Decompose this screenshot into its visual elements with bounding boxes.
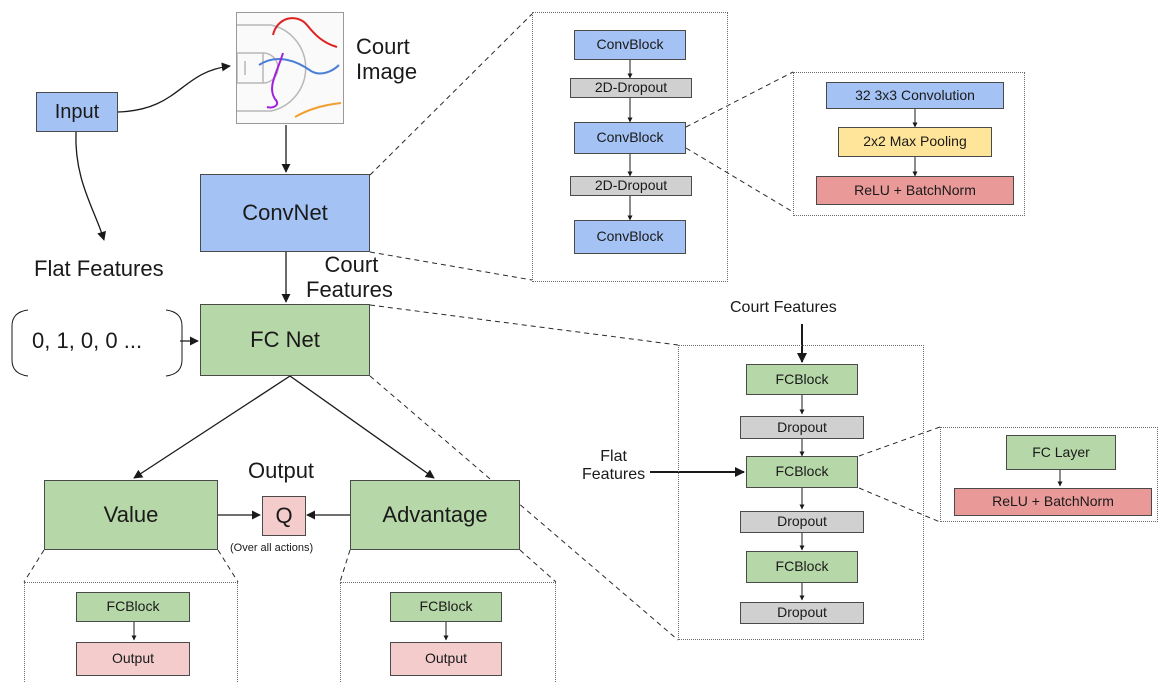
- advantage-head-panel: [340, 582, 556, 682]
- arrow-fcnet-to-advantage: [289, 375, 435, 479]
- fcnet-fcblock-1: FCBlock: [746, 364, 858, 395]
- convnet-dropout-2: 2D-Dropout: [570, 176, 692, 196]
- fcnet-flat-line2: Features: [582, 466, 646, 484]
- court-image-line1: Court: [356, 34, 410, 59]
- fcnet-node: FC Net: [200, 304, 370, 376]
- court-image-line2: Image: [356, 59, 418, 85]
- value-head-fcblock: FCBlock: [76, 592, 190, 622]
- fcnet-dropout-2: Dropout: [740, 511, 864, 533]
- output-label: Output: [248, 458, 315, 483]
- q-note: (Over all actions): [230, 542, 314, 554]
- basketball-court-icon: [236, 17, 342, 118]
- court-image-label: Court Image: [356, 34, 417, 85]
- flat-features-label: Flat Features: [34, 256, 164, 281]
- convblock-detail-panel: [793, 72, 1025, 216]
- flat-feature-vector: 0, 1, 0, 0 ...: [32, 328, 143, 353]
- maxpool-layer: 2x2 Max Pooling: [838, 127, 992, 157]
- fcblock-relu-batchnorm: ReLU + BatchNorm: [954, 488, 1152, 516]
- advantage-head-fcblock: FCBlock: [390, 592, 502, 622]
- convnet-dropout-1: 2D-Dropout: [570, 78, 692, 98]
- advantage-head-output: Output: [390, 642, 502, 676]
- relu-batchnorm-layer: ReLU + BatchNorm: [816, 176, 1014, 205]
- convnet-convblock-2: ConvBlock: [574, 122, 686, 154]
- left-bracket: [11, 309, 29, 377]
- fcnet-fcblock-2: FCBlock: [746, 456, 858, 488]
- arrow-input-to-flat-features: [75, 131, 107, 241]
- convnet-convblock-3: ConvBlock: [574, 220, 686, 254]
- advantage-node: Advantage: [350, 480, 520, 550]
- value-node: Value: [44, 480, 218, 550]
- fcnet-detail-panel: [678, 345, 924, 640]
- convnet-detail-panel: [532, 12, 728, 282]
- value-head-output: Output: [76, 642, 190, 676]
- value-head-panel: [24, 582, 238, 682]
- conv-layer: 32 3x3 Convolution: [826, 82, 1004, 109]
- arrow-input-to-court-image: [117, 62, 231, 113]
- fc-layer: FC Layer: [1006, 435, 1116, 470]
- court-features-line2: Features: [306, 277, 393, 303]
- fcnet-fcblock-3: FCBlock: [746, 551, 858, 583]
- right-bracket: [165, 309, 183, 377]
- fcnet-dropout-3: Dropout: [740, 602, 864, 624]
- arrow-fcnet-to-value: [133, 375, 291, 479]
- fcnet-flat-line1: Flat: [600, 448, 627, 465]
- fcnet-detail-flat-features: Flat Features: [582, 448, 645, 485]
- fcnet-dropout-1: Dropout: [740, 416, 864, 439]
- input-node: Input: [36, 92, 118, 132]
- q-node: Q: [262, 496, 306, 536]
- court-features-line1: Court: [324, 252, 379, 277]
- court-features-label: Court Features: [306, 252, 393, 303]
- convnet-convblock-1: ConvBlock: [574, 30, 686, 60]
- fcnet-detail-court-features: Court Features: [730, 299, 837, 316]
- court-image: [236, 12, 344, 124]
- convnet-node: ConvNet: [200, 174, 370, 252]
